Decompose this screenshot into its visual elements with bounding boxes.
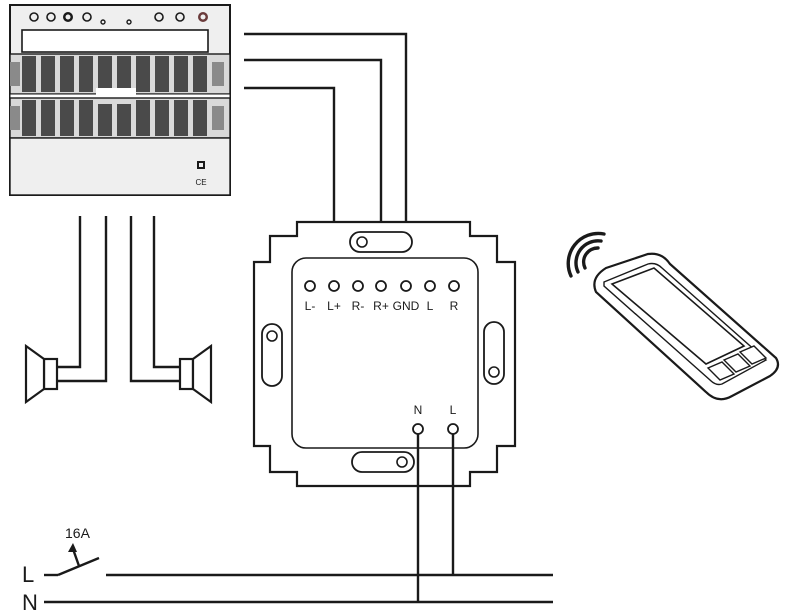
speaker-wires <box>57 216 180 381</box>
terminal-label: L <box>427 299 434 313</box>
mains-line-label-l: L <box>22 562 34 587</box>
amplifier-module-icon: CE <box>10 5 230 195</box>
terminal-label: L <box>450 403 457 417</box>
terminal-r-plus <box>376 281 386 291</box>
mains-line-label-n: N <box>22 590 38 614</box>
terminal-label: R+ <box>373 299 389 313</box>
terminal-label: R- <box>352 299 365 313</box>
terminal-n-mains <box>413 424 423 434</box>
remote-control-icon <box>594 254 778 399</box>
wireless-signal-icon <box>568 233 604 276</box>
flush-box-icon <box>254 222 515 486</box>
terminal-r-minus <box>353 281 363 291</box>
terminal-l <box>425 281 435 291</box>
terminal-l-mains <box>448 424 458 434</box>
terminal-l-minus <box>305 281 315 291</box>
terminal-label: L+ <box>327 299 341 313</box>
terminal-r <box>449 281 459 291</box>
terminal-label: GND <box>393 299 420 313</box>
speaker-right-icon <box>180 346 211 402</box>
mains-lines <box>44 575 553 602</box>
terminal-label: N <box>414 403 423 417</box>
switch-rating-label: 16A <box>65 525 91 541</box>
terminal-gnd <box>401 281 411 291</box>
module-ce-mark: CE <box>195 178 206 187</box>
switch-icon <box>58 543 99 575</box>
terminal-label: R <box>450 299 459 313</box>
terminal-label: L- <box>305 299 316 313</box>
speaker-left-icon <box>26 346 57 402</box>
terminal-l-plus <box>329 281 339 291</box>
